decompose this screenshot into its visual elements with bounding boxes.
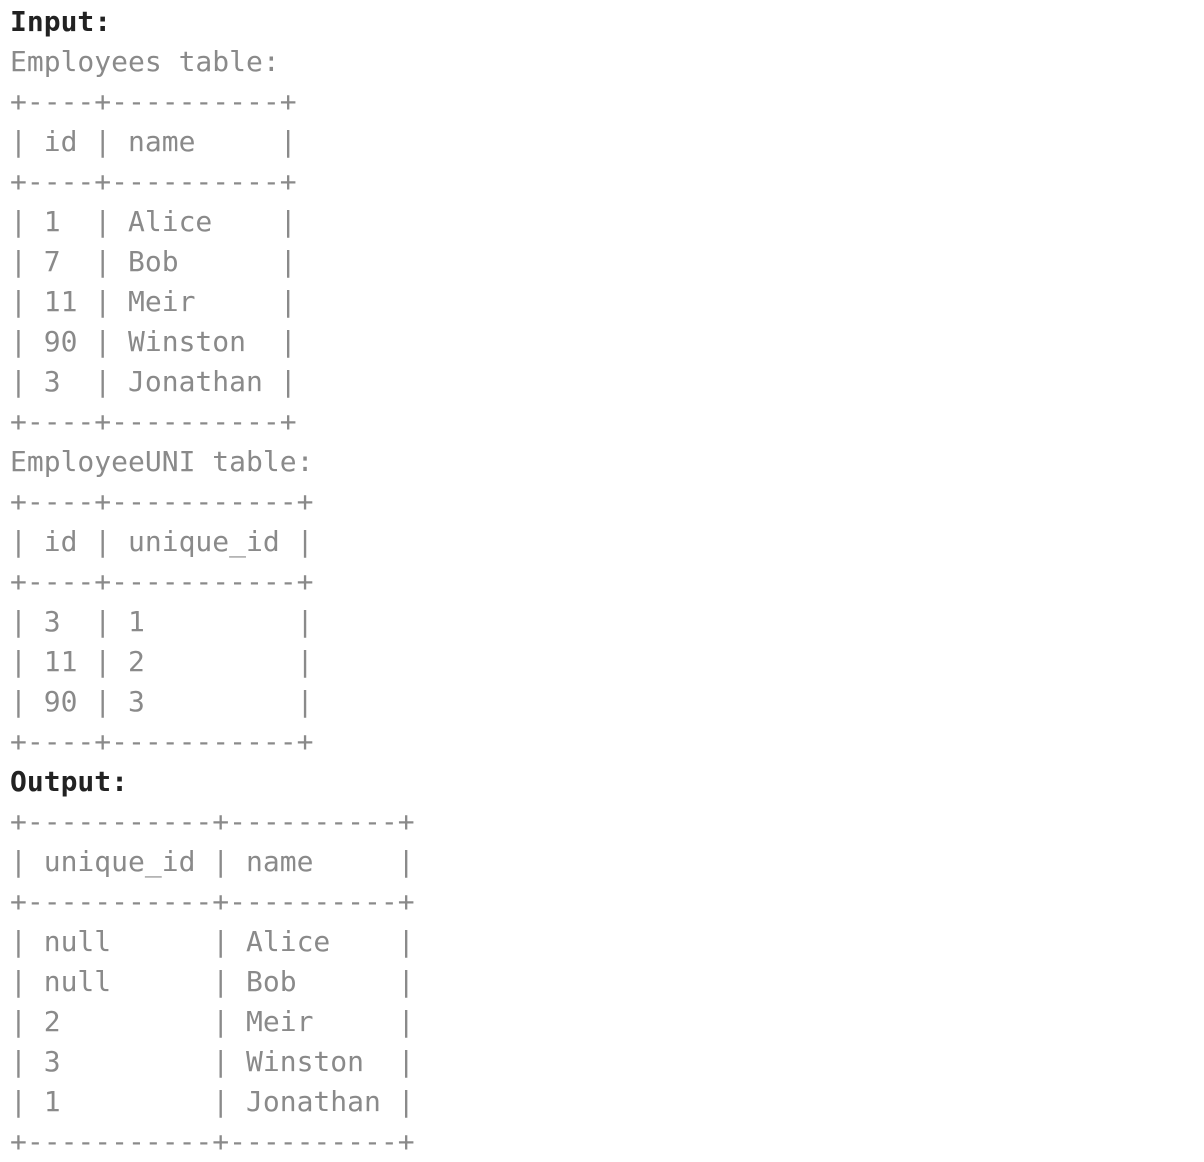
input-label: Input: [10,5,112,38]
output-label: Output: [10,765,129,798]
employeeuni-table: +----+-----------+ | id | unique_id | +-… [10,485,314,758]
employees-table: +----+----------+ | id | name | +----+--… [10,85,297,438]
output-table: +-----------+----------+ | unique_id | n… [10,805,415,1158]
employeeuni-table-title: EmployeeUNI table: [10,445,314,478]
employees-table-title: Employees table: [10,45,280,78]
